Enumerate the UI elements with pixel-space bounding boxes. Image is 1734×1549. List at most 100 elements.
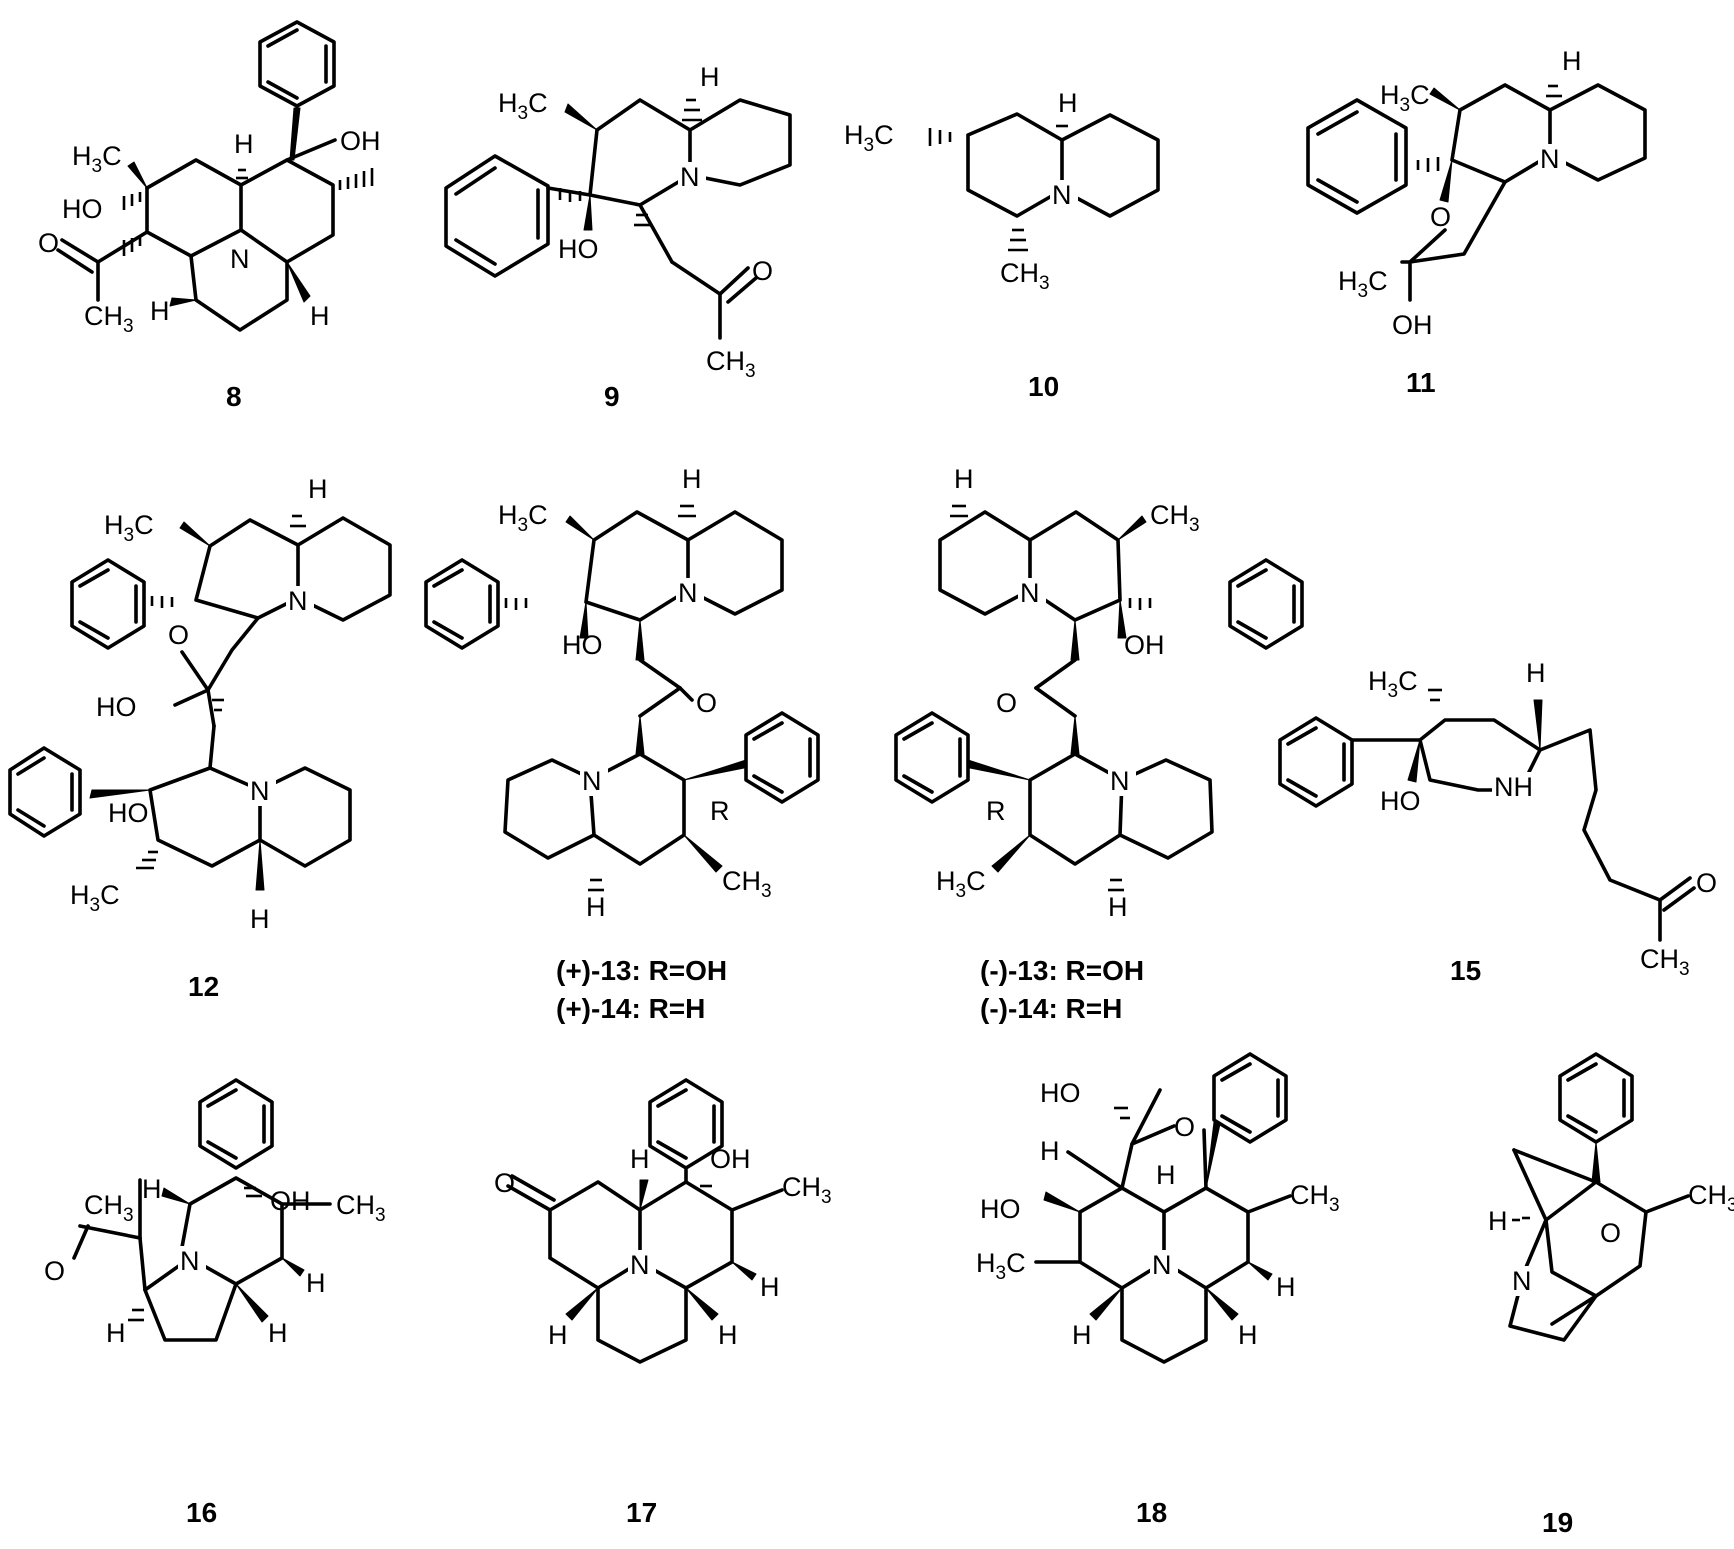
atom-label: CH3 — [336, 1190, 386, 1226]
atom-label: CH3 — [1290, 1180, 1340, 1216]
compound-label-8: 8 — [226, 381, 242, 412]
atom-label: H — [1488, 1206, 1508, 1236]
atom-label: H3C — [72, 141, 122, 177]
compound-label-17: 17 — [626, 1497, 657, 1528]
atom-label: N — [1020, 578, 1040, 608]
structure-13-minus: CH3 H N OH O N R H H3C (-)-13: R=OH (-)-… — [894, 464, 1304, 1024]
compound-label-19: 19 — [1542, 1507, 1573, 1538]
compound-label-14-minus: (-)-14: R=H — [980, 993, 1122, 1024]
atom-label: HO — [558, 234, 599, 264]
atom-label: CH3 — [84, 1190, 134, 1226]
compound-label-16: 16 — [186, 1497, 217, 1528]
atom-label: N — [678, 578, 698, 608]
compound-label-11: 11 — [1406, 367, 1436, 398]
atom-label: O — [168, 620, 189, 650]
atom-label: H3C — [976, 1248, 1026, 1284]
structure-8: OH H H3C HO N O CH3 H H — [38, 20, 381, 412]
atom-label: N — [1512, 1266, 1532, 1296]
atom-label: H3C — [498, 88, 548, 124]
atom-label: CH3 — [84, 301, 134, 337]
structure-15: HO H3C H NH O CH3 15 — [1278, 658, 1717, 986]
atom-label: H3C — [844, 120, 894, 156]
atom-label: HO — [980, 1194, 1021, 1224]
atom-label: N — [250, 776, 270, 806]
atom-label: OH — [1392, 310, 1433, 340]
structure-18: O HO H H HO H3C CH3 H N H H 18 — [976, 1052, 1340, 1528]
compound-label-9: 9 — [604, 381, 620, 412]
atom-label: H — [1108, 892, 1128, 922]
atom-label: O — [752, 256, 773, 286]
atom-label: H3C — [1338, 266, 1388, 302]
atom-label: O — [996, 688, 1017, 718]
atom-label: OH — [340, 126, 381, 156]
atom-label: CH3 — [706, 346, 756, 382]
atom-label: O — [38, 228, 59, 258]
atom-label: N — [630, 1250, 650, 1280]
atom-label: H — [306, 1268, 326, 1298]
atom-label: N — [180, 1246, 200, 1276]
atom-label: N — [1540, 144, 1560, 174]
atom-label: H — [142, 1174, 162, 1204]
atom-label: O — [1696, 868, 1717, 898]
atom-label: H3C — [70, 880, 120, 916]
atom-label: O — [696, 688, 717, 718]
structure-16: OH CH3 H H N CH3 O H H 16 — [44, 1078, 386, 1528]
structure-19: CH3 H O N 19 — [1488, 1052, 1734, 1538]
atom-label: N — [288, 586, 308, 616]
atom-label: H — [760, 1272, 780, 1302]
atom-label: N — [680, 162, 700, 192]
structure-9: H3C H N HO O CH3 9 — [444, 62, 792, 412]
atom-label: H — [954, 464, 974, 494]
atom-label: R — [986, 796, 1006, 826]
atom-label: H — [106, 1318, 126, 1348]
atom-label: H — [1526, 658, 1546, 688]
atom-label: O — [494, 1168, 515, 1198]
atom-label: H — [630, 1144, 650, 1174]
atom-label: HO — [108, 798, 149, 828]
structure-17: O H OH CH3 H N H H 17 — [494, 1078, 832, 1528]
atom-label: CH3 — [722, 866, 772, 902]
atom-label: H — [1072, 1320, 1092, 1350]
structure-10: H3C H N CH3 10 — [844, 88, 1160, 402]
atom-label: O — [1600, 1218, 1621, 1248]
atom-label: H — [250, 904, 270, 934]
compound-label-15: 15 — [1450, 955, 1481, 986]
atom-label: HO — [562, 630, 603, 660]
atom-label: H — [1238, 1320, 1258, 1350]
atom-label: HO — [1040, 1078, 1081, 1108]
atom-label: N — [582, 766, 602, 796]
atom-label: OH — [710, 1144, 751, 1174]
structure-13-plus: H3C H N HO O N R H CH3 (+)-13: R=OH (+)-… — [424, 464, 820, 1024]
compound-label-18: 18 — [1136, 1497, 1167, 1528]
atom-label: HO — [96, 692, 137, 722]
compound-label-13-plus: (+)-13: R=OH — [556, 955, 727, 986]
atom-label: O — [1174, 1112, 1195, 1142]
atom-label: R — [710, 796, 730, 826]
atom-label: NH — [1494, 772, 1533, 802]
atom-label: OH — [1124, 630, 1165, 660]
atom-label: H — [682, 464, 702, 494]
atom-label: H — [1562, 46, 1582, 76]
atom-label: H3C — [1368, 666, 1418, 702]
atom-label: OH — [270, 1186, 311, 1216]
atom-label: HO — [62, 194, 103, 224]
atom-label: H — [1156, 1160, 1176, 1190]
atom-label: H — [1276, 1272, 1296, 1302]
atom-label: N — [1052, 180, 1072, 210]
compound-label-13-minus: (-)-13: R=OH — [980, 955, 1144, 986]
atom-label: CH3 — [1000, 258, 1050, 294]
atom-label: O — [1430, 202, 1451, 232]
atom-label: HO — [1380, 786, 1421, 816]
structure-12: H3C H N O HO HO H3C N H 12 — [8, 474, 392, 1002]
atom-label: H — [718, 1320, 738, 1350]
atom-label: H — [586, 892, 606, 922]
atom-label: CH3 — [782, 1172, 832, 1208]
atom-label: H3C — [104, 510, 154, 546]
atom-label: H — [150, 296, 170, 326]
compound-label-10: 10 — [1028, 371, 1059, 402]
atom-label: H — [700, 62, 720, 92]
atom-label: N — [230, 244, 250, 274]
atom-label: H3C — [936, 866, 986, 902]
